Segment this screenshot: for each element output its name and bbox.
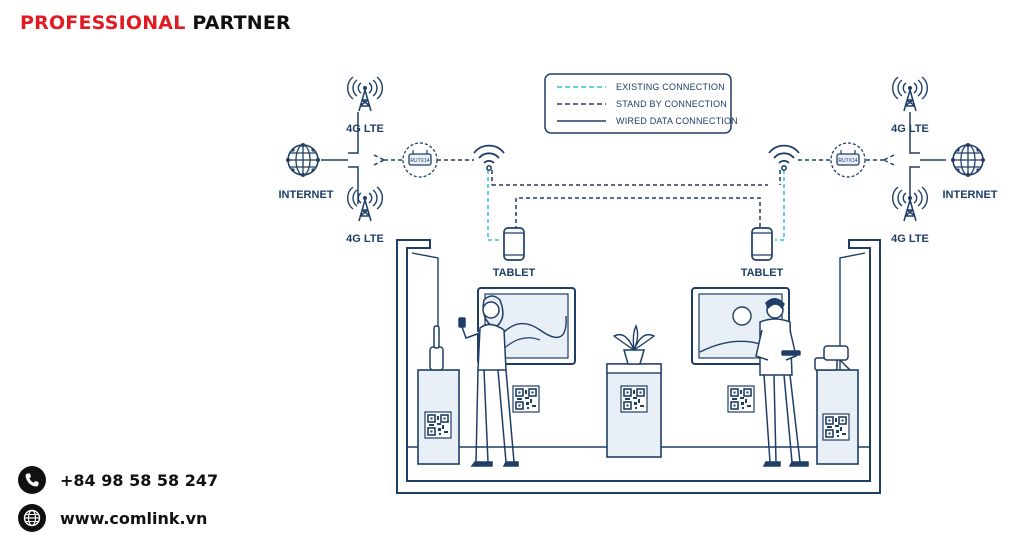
lte-label-left-top: 4G LTE — [346, 123, 384, 135]
legend-existing-label: EXISTING CONNECTION — [616, 82, 725, 92]
legend-standby-label: STAND BY CONNECTION — [616, 99, 727, 109]
router-label-right: RUTX14 — [838, 158, 857, 164]
wifi-icon — [473, 144, 505, 172]
qr-code-icon — [727, 385, 755, 413]
connection-lines — [321, 112, 946, 241]
header-word-professional: PROFESSIONAL — [20, 12, 186, 34]
right-counter — [814, 345, 859, 465]
phone-number: +84 98 58 58 247 — [60, 470, 219, 490]
legend-wired-label: WIRED DATA CONNECTION — [616, 116, 738, 126]
qr-code-icon — [424, 411, 452, 439]
globe-icon — [285, 142, 321, 178]
visitor-man — [755, 298, 809, 467]
website-url[interactable]: www.comlink.vn — [60, 508, 208, 528]
tablet-label-right: TABLET — [741, 267, 784, 279]
internet-label-right: INTERNET — [943, 189, 998, 201]
wired-link-right — [909, 112, 946, 204]
center-pedestal — [606, 324, 662, 458]
router-label-left: RUTX14 — [410, 158, 429, 164]
screen-right — [691, 287, 790, 365]
cell-tower-icon — [346, 186, 384, 222]
phone-contact: +84 98 58 58 247 — [18, 466, 218, 494]
existing-link-right — [775, 170, 785, 241]
lte-label-right-bottom: 4G LTE — [891, 233, 929, 245]
standby-link-tablets — [515, 197, 761, 230]
lte-label-right-top: 4G LTE — [891, 123, 929, 135]
tablet-label-left: TABLET — [493, 267, 536, 279]
router-icon: RUTX14 — [830, 142, 866, 178]
visitor-woman — [458, 295, 519, 467]
connection-legend: EXISTING CONNECTION STAND BY CONNECTION … — [544, 73, 738, 134]
phone-icon — [18, 466, 46, 494]
wifi-icon — [768, 144, 800, 172]
left-counter — [417, 325, 460, 465]
tablet-icon — [503, 227, 525, 261]
page-header: PROFESSIONAL PARTNER — [20, 12, 291, 34]
tablet-icon — [751, 227, 773, 261]
wired-link-left — [321, 112, 359, 204]
cell-tower-icon — [891, 76, 929, 112]
globe-icon — [18, 504, 46, 532]
internet-label-left: INTERNET — [279, 189, 334, 201]
qr-code-icon — [620, 385, 648, 413]
globe-icon — [950, 142, 986, 178]
cell-tower-icon — [346, 76, 384, 112]
qr-code-icon — [822, 413, 850, 441]
existing-link-left — [487, 170, 500, 241]
website-contact: www.comlink.vn — [18, 504, 207, 532]
header-word-partner: PARTNER — [192, 12, 291, 34]
lte-label-left-bottom: 4G LTE — [346, 233, 384, 245]
qr-code-icon — [512, 385, 540, 413]
router-icon: RUTX14 — [402, 142, 438, 178]
